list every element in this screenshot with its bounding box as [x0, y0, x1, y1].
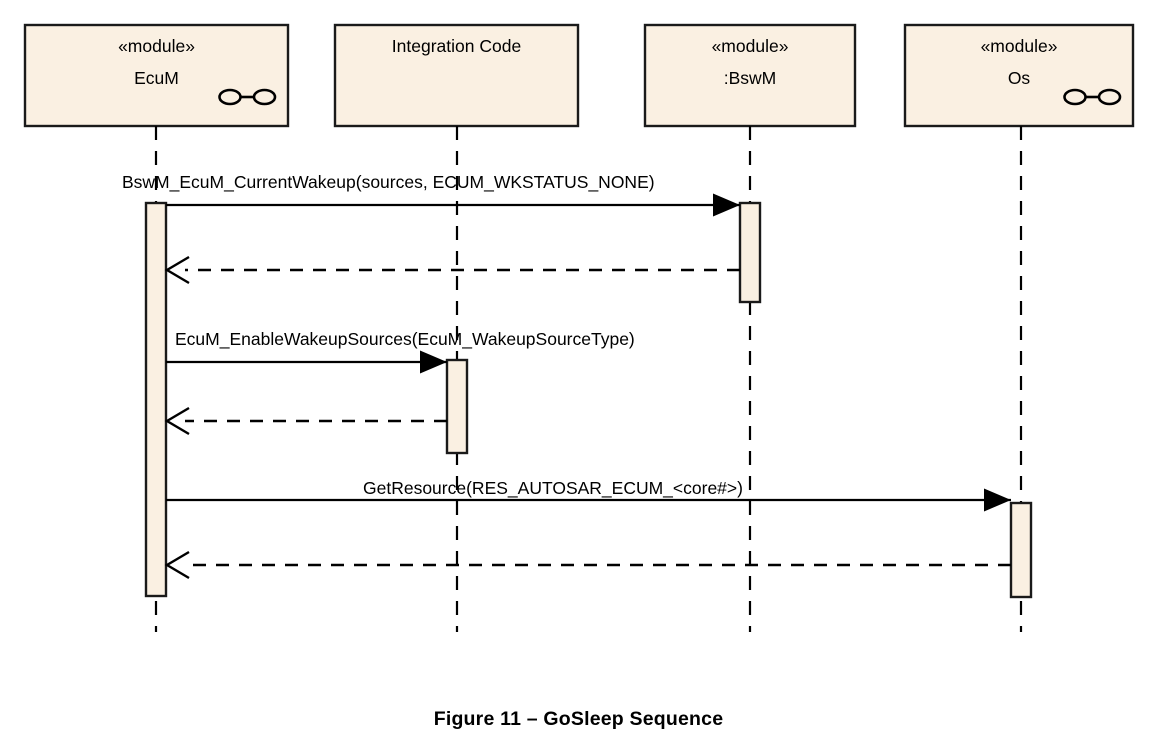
return-arrowhead — [164, 550, 190, 580]
lifeline-header-box-ecum[interactable] — [23, 23, 290, 128]
lifeline-ecum: «module» EcuM — [23, 23, 290, 632]
return-arrowhead — [164, 255, 190, 285]
lifeline-header-box-os[interactable] — [903, 23, 1135, 128]
lifeline-name-ecum: EcuM — [134, 68, 179, 88]
lifeline-name-os: Os — [1008, 68, 1031, 88]
activation-bar-os[interactable] — [1009, 501, 1033, 599]
return-arrowhead — [164, 406, 190, 436]
message-label: BswM_EcuM_CurrentWakeup(sources, ECUM_WK… — [122, 172, 655, 193]
assembly-connector-icon — [218, 88, 277, 106]
message-msg-3-call[interactable]: GetResource(RES_AUTOSAR_ECUM_<core#>) — [166, 478, 1011, 512]
socket-right-ellipse — [252, 88, 277, 106]
assembly-connector-icon — [1063, 88, 1122, 106]
lifeline-name-bswm: :BswM — [724, 68, 777, 88]
activation-bar-ecum[interactable] — [144, 201, 168, 598]
lifeline-header-box-integration-code[interactable] — [333, 23, 580, 128]
lifeline-integration-code: Integration Code — [333, 23, 580, 632]
message-label: GetResource(RES_AUTOSAR_ECUM_<core#>) — [363, 478, 743, 499]
lifeline-os: «module» Os — [903, 23, 1135, 632]
messages-layer: BswM_EcuM_CurrentWakeup(sources, ECUM_WK… — [122, 172, 1011, 580]
message-msg-1-return[interactable] — [164, 255, 740, 285]
lifeline-stereotype-ecum: «module» — [118, 36, 195, 56]
lifeline-stereotype-bswm: «module» — [712, 36, 789, 56]
message-msg-2-call[interactable]: EcuM_EnableWakeupSources(EcuM_WakeupSour… — [166, 329, 635, 374]
lifeline-bswm: «module» :BswM — [643, 23, 857, 632]
figure-caption: Figure 11 – GoSleep Sequence — [433, 708, 724, 730]
call-arrowhead — [984, 488, 1011, 512]
lifeline-stereotype-os: «module» — [981, 36, 1058, 56]
activation-bar-bswm[interactable] — [738, 201, 762, 304]
message-msg-3-return[interactable] — [164, 550, 1011, 580]
activation-bar-integration-code[interactable] — [445, 358, 469, 455]
call-arrowhead — [713, 193, 740, 217]
message-label: EcuM_EnableWakeupSources(EcuM_WakeupSour… — [175, 329, 635, 350]
lifelines-layer: «module» EcuM Integration Code «module» :Bsw… — [23, 23, 1135, 632]
message-msg-1-call[interactable]: BswM_EcuM_CurrentWakeup(sources, ECUM_WK… — [122, 172, 740, 217]
socket-right-ellipse — [1097, 88, 1122, 106]
call-arrowhead — [420, 350, 447, 374]
message-msg-2-return[interactable] — [164, 406, 447, 436]
activations-layer — [144, 201, 1033, 599]
lifeline-name-integration-code: Integration Code — [392, 36, 521, 56]
